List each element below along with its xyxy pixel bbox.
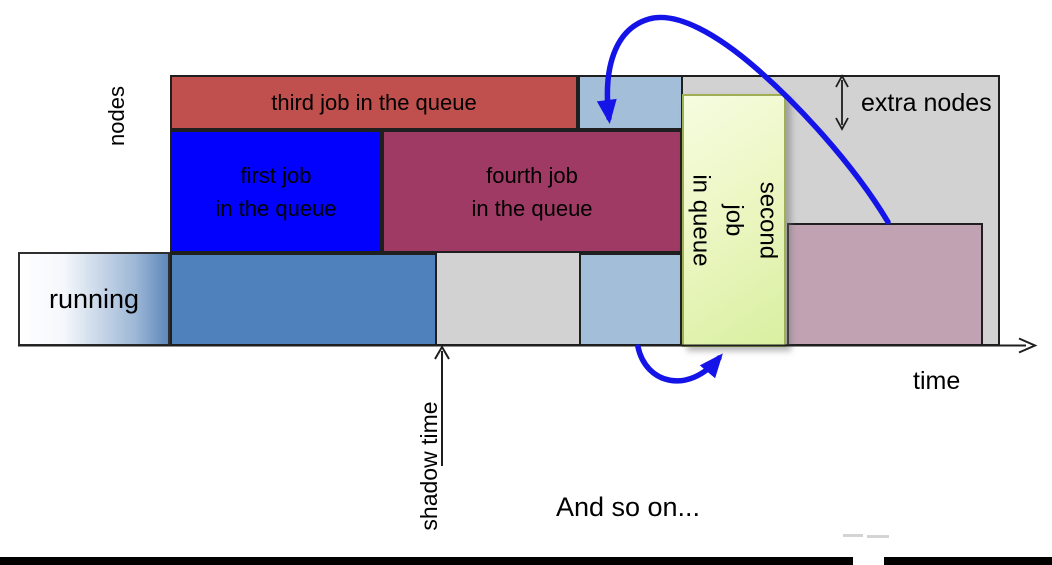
bottom-edge-bar — [0, 557, 1052, 565]
fourth-job-box: fourth job in the queue — [382, 130, 682, 253]
fourth-job-label: fourth job in the queue — [471, 162, 593, 221]
bottom-bar-artifact — [843, 534, 863, 537]
running-jobs-box: running — [18, 252, 170, 346]
backfill-slot-bottom-box — [579, 253, 682, 346]
nodes-axis-label: nodes — [104, 86, 129, 146]
time-axis-label: time — [913, 367, 961, 395]
first-job-label: first job in the queue — [215, 162, 337, 221]
third-job-label: third job in the queue — [271, 89, 477, 115]
running-job-extension-box — [170, 253, 437, 346]
second-job-box: second job in queue — [682, 94, 786, 347]
bottom-bar-artifact — [867, 535, 889, 538]
backfill-slot-top-box — [578, 75, 683, 130]
first-job-box: first job in the queue — [170, 130, 382, 253]
and-so-on-label: And so on... — [555, 492, 701, 522]
bottom-bar-notch — [853, 557, 884, 565]
extra-nodes-label: extra nodes — [861, 89, 992, 117]
move-arrow-bottom — [635, 344, 723, 384]
shadow-time-label: shadow time — [415, 401, 442, 531]
second-job-reserved-slot-box — [787, 223, 983, 346]
running-label: running — [48, 283, 140, 314]
third-job-box: third job in the queue — [170, 75, 578, 130]
second-job-label: second job in queue — [687, 174, 782, 267]
